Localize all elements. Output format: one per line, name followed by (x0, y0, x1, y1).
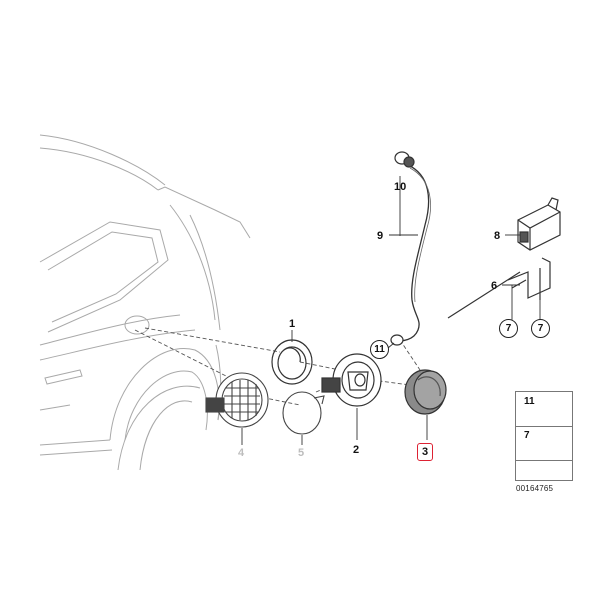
legend-row-11-number: 11 (524, 396, 535, 407)
part-9-cable (395, 164, 431, 342)
part-5-seal (282, 391, 325, 435)
legend-row-7: 7 (516, 426, 572, 461)
legend-row-11: 11 (516, 392, 572, 427)
legend-row-7-number: 7 (524, 430, 530, 441)
part-11-clip (390, 334, 404, 346)
callout-7a: 7 (499, 319, 518, 338)
car-outline (39, 134, 251, 471)
part-8-actuator (517, 197, 561, 251)
callout-9: 9 (377, 230, 384, 242)
fastener-legend: 11 7 (515, 391, 573, 481)
callout-4: 4 (238, 447, 245, 459)
part-1-ring (271, 339, 313, 385)
callout-3-highlighted: 3 (417, 443, 434, 461)
callout-6: 6 (491, 280, 498, 292)
callout-7b: 7 (531, 319, 550, 338)
callout-5: 5 (298, 447, 305, 459)
callout-2: 2 (353, 444, 360, 456)
part-6-bracket (507, 257, 551, 300)
callout-10: 10 (394, 181, 407, 193)
document-number: 00164765 (516, 484, 554, 493)
callout-8: 8 (494, 230, 501, 242)
part-2-housing (321, 353, 382, 407)
leader-lines (241, 176, 541, 445)
part-3-cap (404, 369, 447, 415)
part-4-flap (205, 372, 269, 428)
part-10-grommet (394, 151, 415, 168)
callout-1: 1 (289, 318, 296, 330)
callout-11: 11 (370, 340, 389, 359)
